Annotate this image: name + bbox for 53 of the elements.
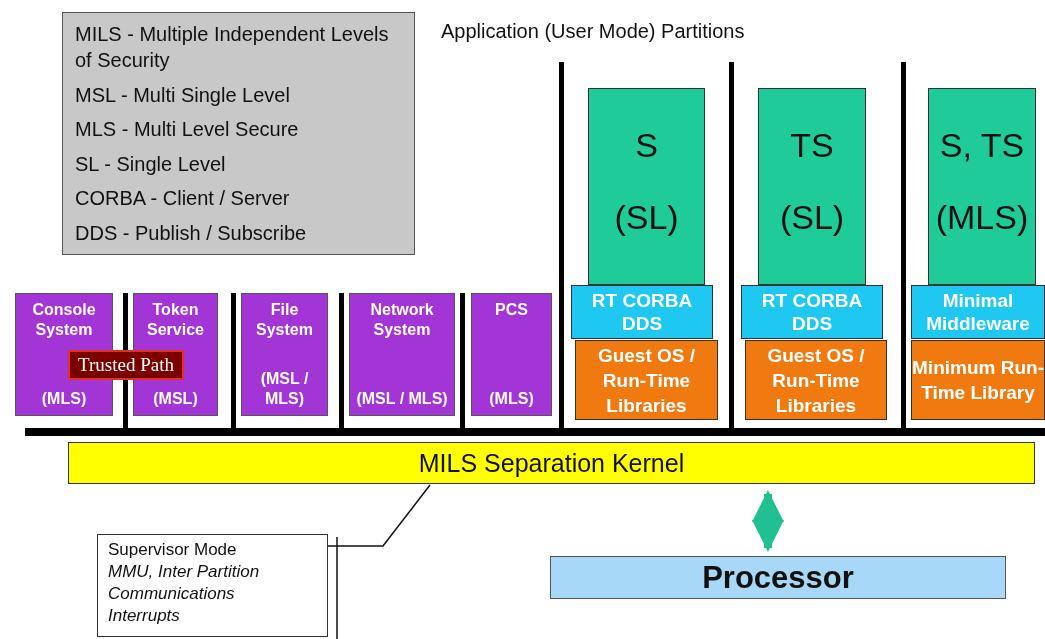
box-label: RT CORBA DDS: [760, 289, 864, 335]
runtime-box: [745, 340, 887, 420]
middleware-box: [741, 285, 883, 339]
overlay-label: Trusted Path: [68, 349, 184, 380]
abbreviation-definition: CORBA - Client / Server: [75, 186, 290, 212]
note-text: MMU, Inter Partition Communications: [108, 561, 261, 605]
abbreviation-definition: MSL - Multi Single Level: [75, 82, 290, 108]
security-level-label: (MLS): [41, 389, 87, 409]
partition-name: Network System: [369, 300, 435, 340]
box-label: MILS Separation Kernel: [418, 448, 685, 478]
kernel-bar: [68, 442, 1035, 484]
abbreviation-key-panel: [62, 12, 415, 255]
partition-name: File System: [255, 300, 314, 340]
security-level-label: (MLS): [489, 389, 534, 409]
runtime-box: [911, 340, 1045, 420]
security-level-label: (MLS): [935, 198, 1029, 238]
partition-box: [758, 88, 866, 285]
processor-box: [550, 556, 1006, 599]
section-heading: Application (User Mode) Partitions: [441, 20, 745, 43]
abbreviation-definition: SL - Single Level: [75, 151, 226, 177]
partition-name: Console System: [31, 300, 97, 340]
leader-line: [327, 484, 431, 547]
abbreviation-definition: MLS - Multi Level Secure: [75, 117, 299, 143]
partition-name: PCS: [495, 300, 528, 320]
partition-name: Token Service: [146, 300, 205, 340]
partition-box: [588, 88, 705, 285]
partition-box: [349, 293, 455, 416]
middleware-box: [571, 285, 713, 339]
box-label: Minimal Middleware: [925, 289, 1031, 335]
box-label: Guest OS / Run-Time Libraries: [596, 343, 697, 418]
partition-box: [241, 293, 328, 416]
partition-name: S: [635, 125, 658, 165]
box-label: Guest OS / Run-Time Libraries: [766, 343, 866, 418]
security-level-label: (MSL): [153, 389, 198, 409]
note-heading: Supervisor Mode: [108, 539, 237, 561]
partition-name: TS: [790, 125, 834, 165]
abbreviation-definition: MILS - Multiple Independent Levels of Security: [75, 22, 390, 73]
security-level-label: (SL): [614, 198, 679, 238]
box-label: Minimum Run-Time Library: [912, 356, 1044, 405]
security-level-label: (MSL / MLS): [259, 369, 310, 409]
box-label: RT CORBA DDS: [590, 289, 694, 335]
abbreviation-definition: DDS - Publish / Subscribe: [75, 220, 307, 246]
partition-box: [928, 88, 1036, 285]
box-label: Processor: [702, 559, 854, 596]
runtime-box: [575, 340, 718, 420]
double-arrow: [751, 490, 784, 552]
security-level-label: (SL): [779, 198, 845, 238]
note-text: Interrupts: [108, 605, 180, 627]
note-box: [97, 534, 328, 637]
partition-box: [471, 293, 552, 416]
partition-name: S, TS: [939, 125, 1025, 165]
security-level-label: (MSL / MLS): [356, 389, 448, 409]
middleware-box: [911, 285, 1045, 339]
